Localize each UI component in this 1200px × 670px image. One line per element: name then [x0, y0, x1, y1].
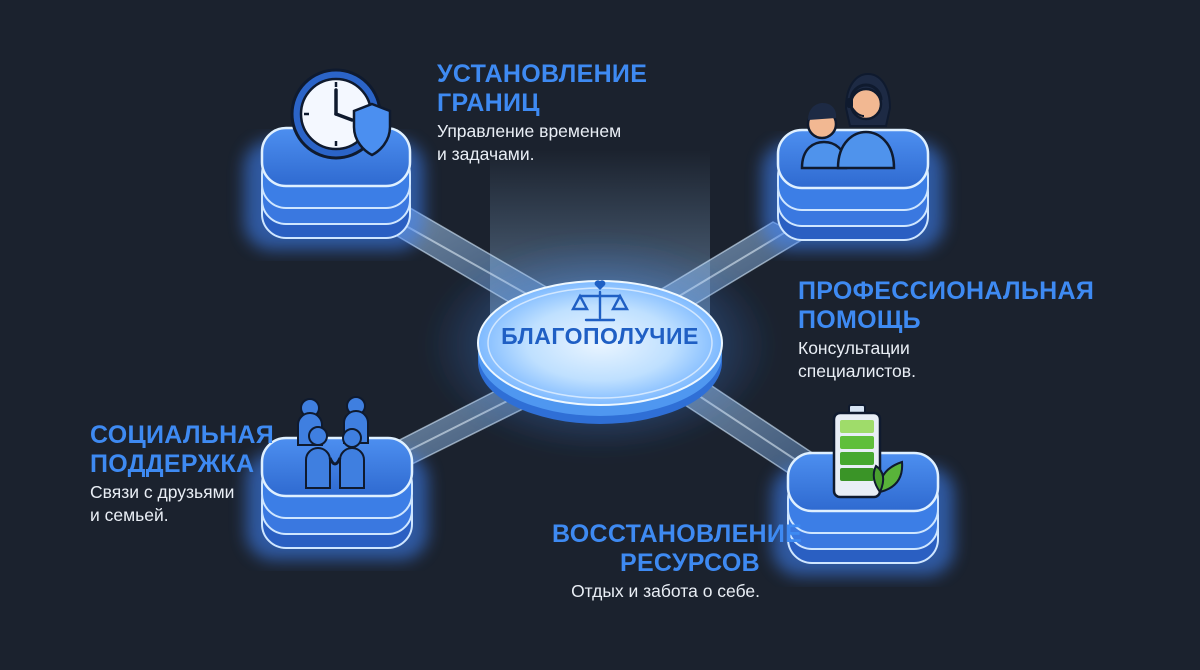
node-desc-professional: Консультации специалистов. [798, 337, 1094, 383]
node-desc-boundaries: Управление временем и задачами. [437, 120, 647, 166]
consultant-headset-icon [800, 72, 896, 170]
node-label-social: СОЦИАЛЬНАЯ ПОДДЕРЖКА Связи с друзьями и … [90, 421, 274, 527]
title-line: ВОССТАНОВЛЕНИЕ [552, 520, 803, 548]
title-line: ГРАНИЦ [437, 89, 540, 117]
node-label-boundaries: УСТАНОВЛЕНИЕ ГРАНИЦ Управление временем … [437, 60, 647, 166]
platform-social [246, 436, 428, 560]
center-hub [425, 235, 775, 455]
node-title-social: СОЦИАЛЬНАЯ ПОДДЕРЖКА [90, 421, 274, 479]
node-desc-recovery: Отдых и забота о себе. [571, 581, 760, 601]
node-label-recovery: ВОССТАНОВЛЕНИЕ РЕСУРСОВ Отдых и забота о… [552, 520, 803, 603]
title-line: ПОМОЩЬ [798, 306, 921, 334]
title-line: ПОДДЕРЖКА [90, 450, 255, 478]
title-line: СОЦИАЛЬНАЯ [90, 421, 275, 449]
desc-line: Управление временем [437, 121, 622, 141]
desc-line: Консультации [798, 338, 910, 358]
node-title-boundaries: УСТАНОВЛЕНИЕ ГРАНИЦ [437, 60, 647, 118]
balance-scale-heart-icon [570, 280, 630, 322]
node-label-professional: ПРОФЕССИОНАЛЬНАЯ ПОМОЩЬ Консультации спе… [798, 277, 1094, 383]
people-group-icon [297, 396, 369, 489]
desc-line: и семьей. [90, 505, 169, 525]
node-title-recovery: ВОССТАНОВЛЕНИЕ РЕСУРСОВ [552, 520, 803, 578]
clock-shield-icon [290, 68, 392, 160]
title-line: ПРОФЕССИОНАЛЬНАЯ [798, 277, 1095, 305]
node-title-professional: ПРОФЕССИОНАЛЬНАЯ ПОМОЩЬ [798, 277, 1094, 335]
title-line: РЕСУРСОВ [619, 549, 760, 577]
battery-leaf-icon [832, 404, 904, 499]
desc-line: Связи с друзьями [90, 482, 235, 502]
desc-line: и задачами. [437, 144, 535, 164]
node-desc-social: Связи с друзьями и семьей. [90, 481, 274, 527]
center-label: БЛАГОПОЛУЧИЕ [501, 323, 699, 349]
title-line: УСТАНОВЛЕНИЕ [437, 60, 648, 88]
desc-line: специалистов. [798, 361, 916, 381]
